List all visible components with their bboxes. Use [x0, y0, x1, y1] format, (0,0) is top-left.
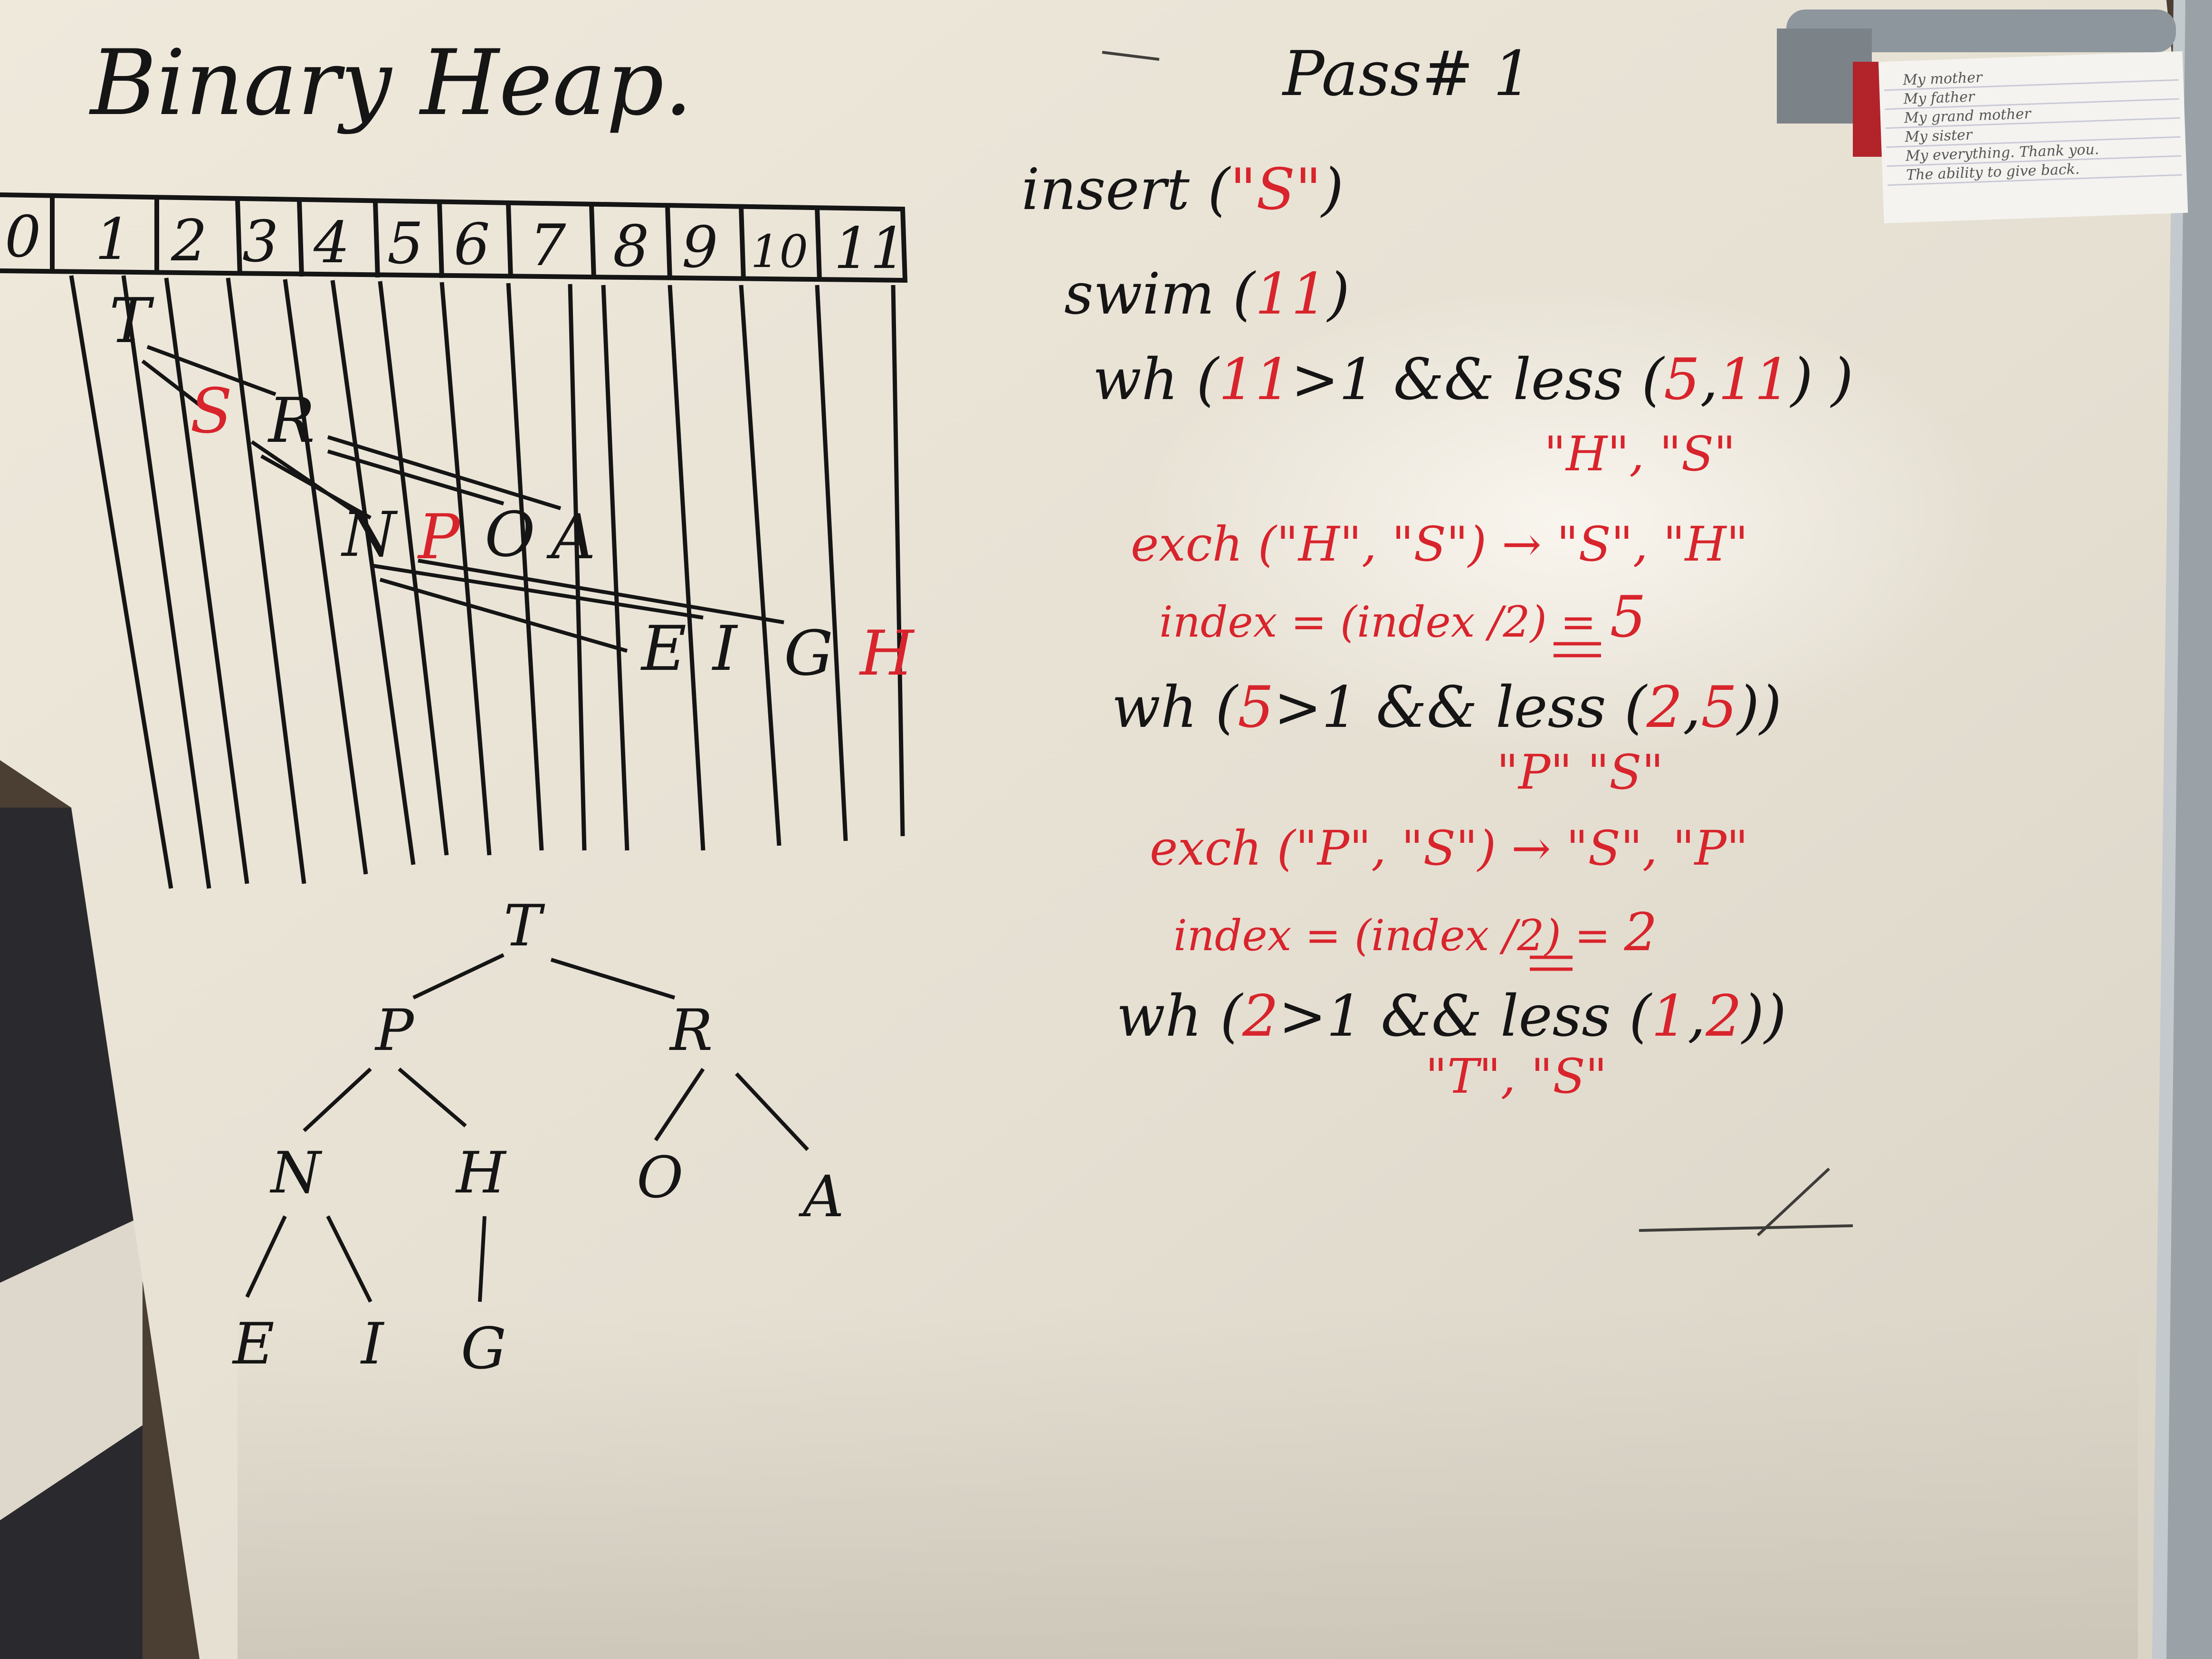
- trace-while-1-a: 5: [1664, 347, 1700, 413]
- note-line-1: My mother: [1902, 69, 1983, 89]
- trace-while-3-arg: 2: [1242, 983, 1278, 1049]
- note-line-2: My father: [1903, 88, 1975, 107]
- index-11: 11: [834, 216, 906, 282]
- array-cell-R: R: [267, 384, 315, 457]
- trace-while-1-arg: 11: [1219, 347, 1291, 413]
- array-cell-A: A: [546, 501, 596, 573]
- trace-while-1-b: 11: [1718, 347, 1791, 413]
- array-cell-S: S: [190, 375, 232, 447]
- trace-insert-fn: insert (: [1021, 157, 1231, 223]
- array-cell-T: T: [109, 285, 154, 357]
- tree-node-root: T: [504, 893, 545, 959]
- note-line-4: My sister: [1904, 126, 1974, 145]
- array-cell-N: N: [341, 498, 398, 571]
- stray-marks: [1102, 51, 1853, 1237]
- board-title: Binary Heap.: [89, 30, 693, 135]
- trace-while-2-b: 5: [1701, 675, 1737, 741]
- trace-index-1: index = (index /2) = 5: [1159, 584, 1646, 650]
- array-index-box: [0, 192, 908, 283]
- trace-insert: insert ("S"): [1021, 157, 1344, 223]
- board-frame-edge: [2152, 0, 2185, 1659]
- trace-while-2-mid: >1 && less (: [1274, 675, 1648, 741]
- trace-while-2-close: )): [1736, 675, 1782, 741]
- trace-while-1-sep: ,: [1700, 347, 1718, 413]
- trace-insert-close: ): [1320, 157, 1344, 223]
- trace-while-3-a: 1: [1651, 983, 1688, 1049]
- index-2: 2: [171, 208, 207, 274]
- index-4: 4: [313, 210, 350, 276]
- trace-while-2: wh (5>1 && less (2,5)): [1112, 675, 1782, 741]
- index-5: 5: [387, 211, 423, 277]
- tree-node-N: N: [269, 1140, 323, 1206]
- trace-exch-1: exch ("H", "S") → "S", "H": [1131, 516, 1748, 572]
- trace-index-1-text: index = (index /2) =: [1159, 597, 1596, 647]
- trace-while-3-mid: >1 && less (: [1278, 983, 1652, 1049]
- index-8: 8: [613, 214, 649, 280]
- trace-swim-arg: 11: [1255, 261, 1327, 327]
- trace-while-2-a: 2: [1646, 675, 1683, 741]
- index-9: 9: [682, 215, 718, 281]
- index-7: 7: [530, 213, 566, 279]
- trace-compare-2: "P" "S": [1497, 744, 1664, 800]
- array-cell-E: E: [640, 612, 686, 685]
- tree-node-E: E: [232, 1311, 275, 1377]
- erased-area: [238, 1306, 2138, 1659]
- desk-paper: [0, 1216, 143, 1520]
- trace-while-1: wh (11>1 && less (5,11) ): [1093, 347, 1853, 413]
- marker-tray: [1786, 10, 2176, 52]
- trace-while-1-fn: wh (: [1093, 347, 1220, 413]
- trace-swim-fn: swim (: [1064, 261, 1256, 327]
- array-column-lines: [69, 275, 905, 889]
- trace-while-2-fn: wh (: [1112, 675, 1239, 741]
- tree-node-I: I: [360, 1311, 385, 1377]
- trace-insert-arg: "S": [1230, 157, 1322, 223]
- trace-compare-1: "H", "S": [1544, 426, 1735, 482]
- trace-swim-close: ): [1326, 261, 1350, 327]
- trace-while-3-fn: wh (: [1116, 983, 1243, 1049]
- index-3: 3: [242, 209, 278, 275]
- index-1: 1: [95, 207, 131, 273]
- trace-while-1-mid: >1 && less (: [1291, 347, 1665, 413]
- trace-index-1-val: 5: [1610, 584, 1646, 650]
- trace-while-3-close: )): [1741, 983, 1787, 1049]
- sticky-note: My mother My father My grand mother My s…: [1878, 51, 2188, 224]
- array-cell-P: P: [417, 501, 461, 573]
- trace-while-2-arg: 5: [1238, 675, 1274, 741]
- trace-while-3: wh (2>1 && less (1,2)): [1116, 983, 1786, 1049]
- array-connectors: [141, 345, 784, 653]
- trace-compare-3: "T", "S": [1425, 1049, 1607, 1104]
- trace-while-3-sep: ,: [1688, 983, 1706, 1049]
- tree-node-P: P: [374, 998, 415, 1064]
- tree-node-O: O: [637, 1145, 683, 1211]
- tree-node-G: G: [461, 1316, 506, 1382]
- tree-node-H: H: [455, 1140, 507, 1206]
- array-cell-G: G: [784, 617, 833, 689]
- array-cell-I: I: [712, 612, 738, 685]
- array-cell-O: O: [485, 498, 535, 571]
- index-6: 6: [454, 212, 490, 278]
- index-10: 10: [751, 226, 808, 278]
- trace-while-3-b: 2: [1705, 983, 1742, 1049]
- trace-index-2: index = (index /2) = 2: [1173, 902, 1657, 963]
- trace-while-1-close: ) ): [1789, 347, 1853, 413]
- trace-index-2-val: 2: [1623, 902, 1657, 963]
- trace-index-2-text: index = (index /2) =: [1173, 911, 1611, 961]
- trace-exch-2: exch ("P", "S") → "S", "P": [1150, 820, 1748, 876]
- pass-label: Pass# 1: [1282, 38, 1533, 110]
- trace-while-2-sep: ,: [1683, 675, 1701, 741]
- light-glare: [1140, 285, 1995, 760]
- trace-swim: swim (11): [1064, 261, 1350, 327]
- array-cell-H: H: [859, 617, 915, 689]
- tree-node-A: A: [798, 1164, 844, 1230]
- index-0: 0: [5, 204, 41, 270]
- heap-tree-edges: [245, 953, 809, 1303]
- tree-node-R: R: [669, 998, 713, 1064]
